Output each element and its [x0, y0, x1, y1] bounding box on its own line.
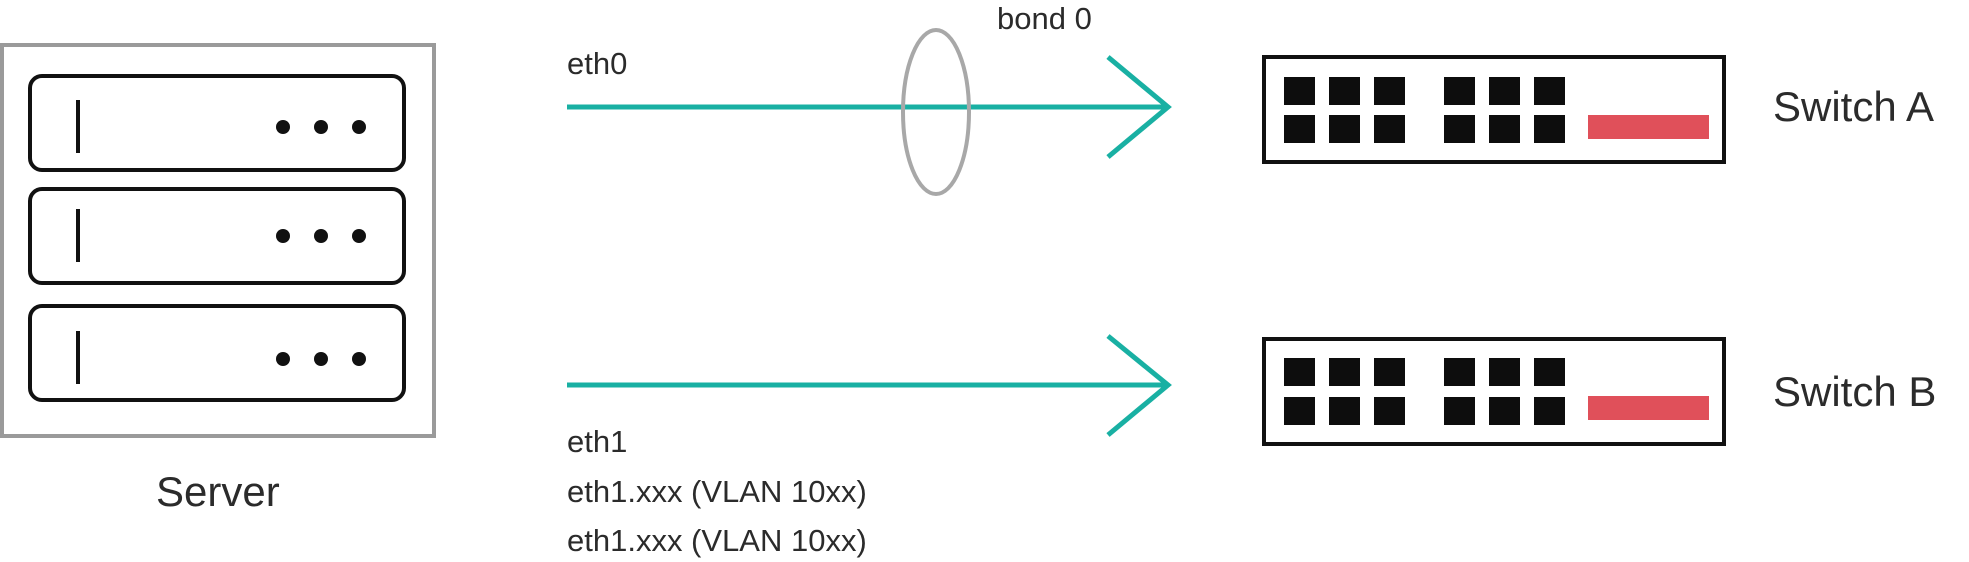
bond-ellipse [901, 28, 971, 196]
arrowhead-icon [1106, 55, 1172, 159]
eth1-vlan-label: eth1.xxx (VLAN 10xx) [567, 474, 867, 509]
server-label: Server [156, 468, 280, 515]
eth1-label: eth1 [567, 424, 628, 459]
bond-label: bond 0 [997, 1, 1092, 36]
status-dot-icon [314, 229, 328, 243]
switch-b [1262, 337, 1726, 446]
status-dot-icon [276, 120, 290, 134]
status-dot-icon [276, 352, 290, 366]
server-enclosure [0, 43, 436, 438]
switch-ports-icon [1284, 358, 1565, 425]
eth1-vlan-label: eth1.xxx (VLAN 10xx) [567, 523, 867, 558]
status-dot-icon [314, 120, 328, 134]
server [0, 43, 436, 438]
eth1-link [567, 334, 1172, 437]
status-dot-icon [352, 229, 366, 243]
switch-b-label: Switch B [1773, 368, 1937, 415]
switch-a [1262, 55, 1726, 164]
indicator-bar [1588, 115, 1709, 139]
switch-a-label: Switch A [1773, 83, 1935, 130]
arrowhead-icon [1106, 334, 1172, 437]
status-dot-icon [352, 120, 366, 134]
switch-a-body [1262, 55, 1726, 164]
rack-unit-3 [28, 304, 406, 402]
status-dot-icon [352, 352, 366, 366]
eth0-link [567, 28, 1172, 196]
indicator-bar [1588, 396, 1709, 420]
rack-unit-1 [28, 74, 406, 172]
switch-b-body [1262, 337, 1726, 446]
status-dot-icon [276, 229, 290, 243]
status-dot-icon [314, 352, 328, 366]
switch-ports-icon [1284, 77, 1565, 143]
rack-unit-2 [28, 187, 406, 285]
eth0-label: eth0 [567, 46, 628, 81]
